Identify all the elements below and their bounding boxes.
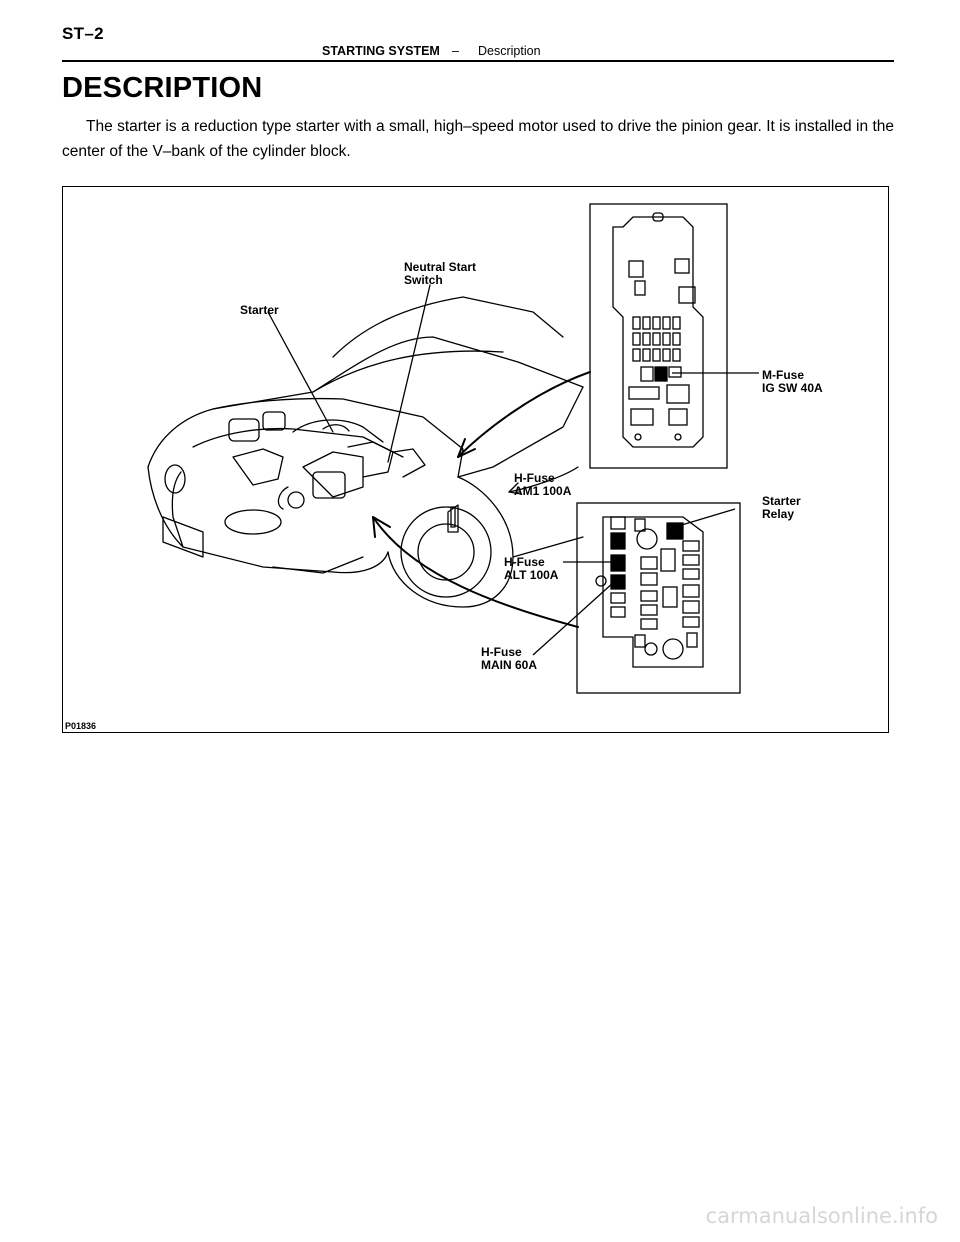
label-h-fuse-am1-line2: AM1 100A: [514, 484, 572, 498]
label-h-fuse-am1-line1: H-Fuse: [514, 471, 555, 485]
label-neutral-start-switch-line2: Switch: [404, 273, 443, 287]
h-fuse-alt-highlight: [610, 554, 626, 572]
page-title: DESCRIPTION: [62, 72, 263, 104]
h-fuse-box-inset: [532, 502, 741, 694]
mini-fuse-grid: [632, 316, 681, 362]
label-m-fuse-line2: IG SW 40A: [762, 381, 823, 395]
header-subsection: Description: [478, 44, 541, 58]
starter-relay-highlight: [666, 522, 684, 540]
label-m-fuse-line1: M-Fuse: [762, 368, 804, 382]
label-h-fuse-alt-line1: H-Fuse: [504, 555, 545, 569]
header-section: STARTING SYSTEM: [322, 44, 440, 58]
label-neutral-start-switch: Neutral Start Switch: [404, 261, 476, 287]
label-h-fuse-alt: H-Fuse ALT 100A: [504, 556, 558, 582]
label-starter-relay: Starter Relay: [762, 495, 801, 521]
label-h-fuse-alt-line2: ALT 100A: [504, 568, 559, 582]
description-paragraph: The starter is a reduction type starter …: [62, 118, 894, 160]
figure-illustration: [147, 203, 759, 694]
label-h-fuse-am1: H-Fuse AM1 100A: [514, 472, 571, 498]
label-starter-relay-line1: Starter: [762, 494, 801, 508]
label-h-fuse-main: H-Fuse MAIN 60A: [481, 646, 537, 672]
watermark: carmanualsonline.info: [705, 1204, 938, 1228]
label-m-fuse-ig-sw: M-Fuse IG SW 40A: [762, 369, 823, 395]
starter-location-figure: Starter Neutral Start Switch M-Fuse IG S…: [62, 186, 889, 733]
label-starter: Starter: [240, 303, 279, 317]
m-fuse-box-inset: [589, 203, 759, 469]
header-separator: –: [452, 44, 459, 58]
label-neutral-start-switch-line1: Neutral Start: [404, 260, 477, 274]
h-fuse-am1-highlight: [610, 532, 626, 550]
h-fuse-main-highlight: [610, 574, 626, 590]
label-h-fuse-main-line1: H-Fuse: [481, 645, 522, 659]
engine-illustration: [192, 411, 426, 510]
car-illustration: [147, 296, 584, 608]
m-fuse-ig-sw-40a-highlight: [654, 366, 668, 382]
figure-code: P01836: [65, 721, 97, 731]
label-h-fuse-main-line2: MAIN 60A: [481, 658, 538, 672]
header-rule: [62, 60, 894, 62]
page-id: ST–2: [62, 24, 104, 43]
label-starter-relay-line2: Relay: [762, 507, 795, 521]
